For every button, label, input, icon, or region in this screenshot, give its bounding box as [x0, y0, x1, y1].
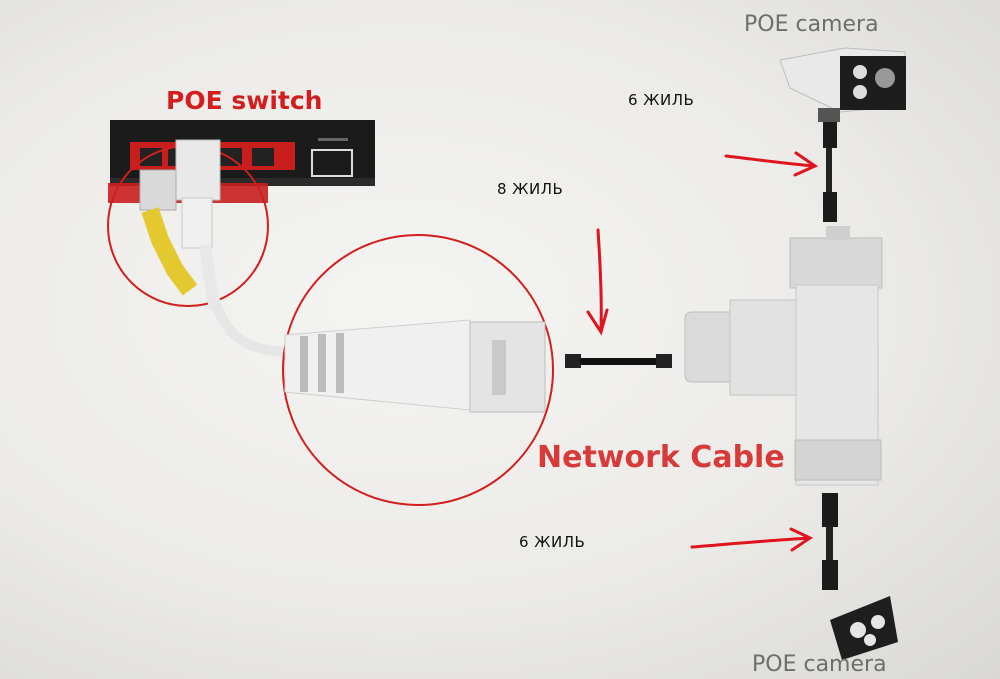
cable-8-wires [565, 354, 672, 368]
poe-camera-top-label: POE camera [744, 12, 879, 37]
wires-bottom-label: 6 ЖИЛЬ [519, 533, 585, 551]
poe-camera-bottom-label: POE camera [752, 652, 887, 677]
wires-middle-label: 8 ЖИЛЬ [497, 180, 563, 198]
arrow-top [726, 153, 815, 175]
arrow-bottom [692, 529, 810, 550]
camera-cable-top [823, 118, 837, 222]
rj45-zoom-circle [283, 235, 553, 505]
wires-top-label: 6 ЖИЛЬ [628, 91, 694, 109]
arrow-middle [588, 230, 607, 332]
switch-cable [215, 300, 285, 352]
camera-cable-bottom [822, 493, 838, 590]
poe-camera-top [780, 48, 906, 122]
poe-switch-title: POE switch [166, 86, 322, 115]
network-cable-label: Network Cable [537, 440, 785, 475]
poe-camera-bottom [830, 596, 898, 660]
